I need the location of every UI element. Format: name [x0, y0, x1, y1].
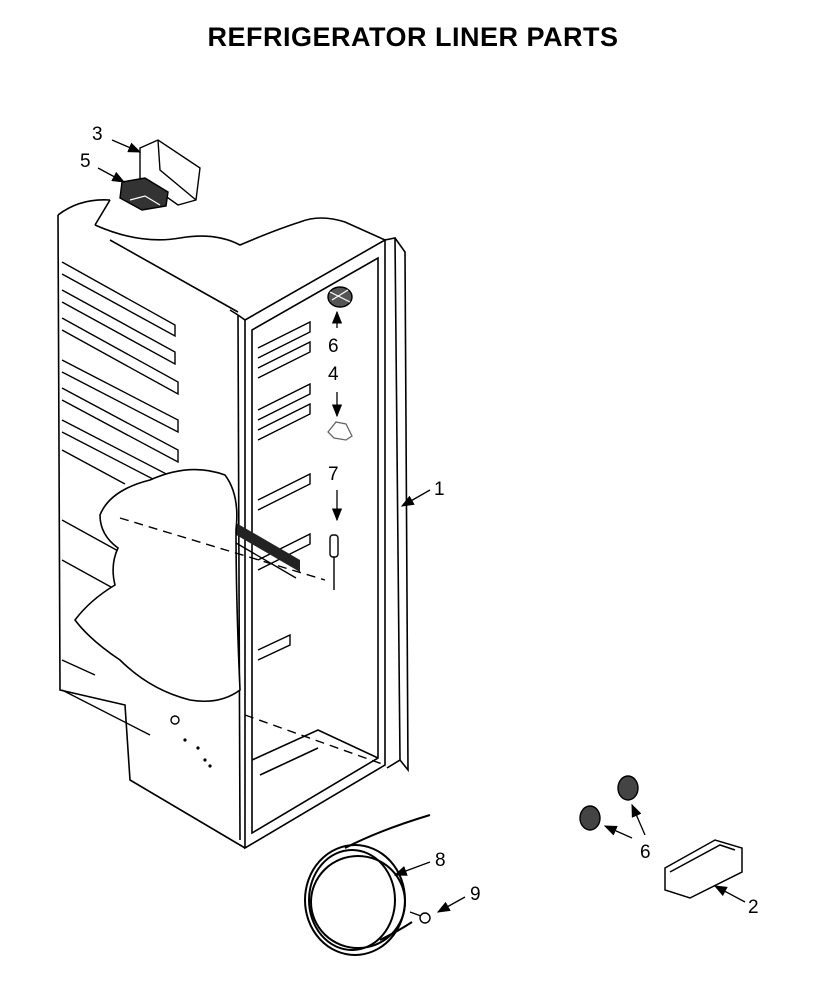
part-8-wire-coil	[304, 814, 431, 956]
part-6-caps-lower	[579, 775, 639, 831]
callout-1: 1	[434, 479, 445, 500]
callout-6-lower: 6	[640, 842, 651, 863]
part-9-screw	[409, 911, 431, 924]
callout-2: 2	[748, 897, 759, 918]
liner-dashed-lines	[119, 517, 386, 766]
liner-cutaway	[73, 468, 241, 703]
callout-4: 4	[328, 364, 339, 385]
callout-5: 5	[80, 151, 91, 172]
callout-8: 8	[435, 850, 446, 871]
part-3-bracket	[139, 139, 201, 206]
liner-lower-details	[170, 715, 212, 768]
liner-right-shelf-rails	[257, 320, 311, 661]
leader-arrows	[97, 139, 746, 913]
part-5-connector	[119, 177, 169, 211]
callout-7: 7	[328, 464, 339, 485]
callout-9: 9	[470, 884, 481, 905]
part-6-cap-upper	[327, 286, 353, 308]
part-2-cover	[664, 839, 743, 899]
liner-body	[57, 198, 409, 850]
callout-6-upper: 6	[328, 336, 339, 357]
callout-3: 3	[92, 124, 103, 145]
liner-left-shelf-rails	[61, 261, 179, 736]
part-7-sensor	[329, 534, 339, 590]
part-4-clip	[327, 421, 353, 441]
page-title: REFRIGERATOR LINER PARTS	[207, 22, 619, 52]
